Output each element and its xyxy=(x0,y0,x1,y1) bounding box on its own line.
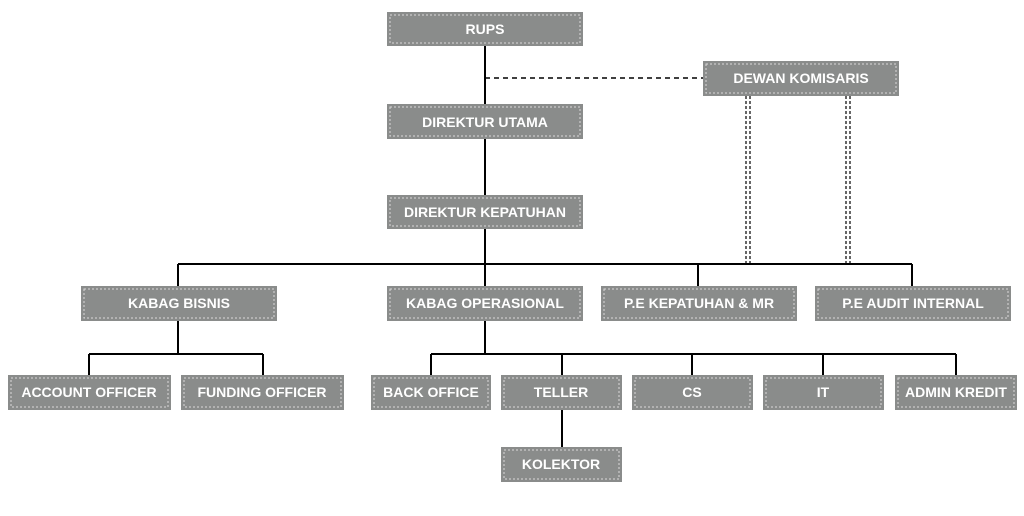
connectors xyxy=(88,46,957,447)
label-teller: TELLER xyxy=(534,384,588,400)
label-cs: CS xyxy=(682,384,701,400)
box-kabag-operasional: KABAG OPERASIONAL xyxy=(387,286,583,321)
label-direktur-utama: DIREKTUR UTAMA xyxy=(422,114,548,130)
box-direktur-utama: DIREKTUR UTAMA xyxy=(387,104,583,139)
box-back-office: BACK OFFICE xyxy=(371,375,491,410)
label-rups: RUPS xyxy=(466,21,505,37)
box-admin-kredit: ADMIN KREDIT xyxy=(895,375,1017,410)
box-rups: RUPS xyxy=(387,12,583,46)
label-it: IT xyxy=(817,384,830,400)
box-pe-audit-internal: P.E AUDIT INTERNAL xyxy=(815,286,1011,321)
label-account-officer: ACCOUNT OFFICER xyxy=(21,384,156,400)
box-teller: TELLER xyxy=(501,375,622,410)
box-cs: CS xyxy=(632,375,753,410)
box-pe-kepatuhan-mr: P.E KEPATUHAN & MR xyxy=(601,286,797,321)
box-it: IT xyxy=(763,375,884,410)
label-admin-kredit: ADMIN KREDIT xyxy=(905,384,1007,400)
label-funding-officer: FUNDING OFFICER xyxy=(197,384,326,400)
box-kabag-bisnis: KABAG BISNIS xyxy=(81,286,277,321)
label-dewan-komisaris: DEWAN KOMISARIS xyxy=(733,70,868,86)
box-account-officer: ACCOUNT OFFICER xyxy=(8,375,171,410)
box-direktur-kepatuhan: DIREKTUR KEPATUHAN xyxy=(387,195,583,229)
box-kolektor: KOLEKTOR xyxy=(501,447,622,482)
label-kolektor: KOLEKTOR xyxy=(522,456,600,472)
label-direktur-kepatuhan: DIREKTUR KEPATUHAN xyxy=(404,204,566,220)
label-pe-audit-internal: P.E AUDIT INTERNAL xyxy=(842,295,984,311)
label-kabag-operasional: KABAG OPERASIONAL xyxy=(406,295,564,311)
label-pe-kepatuhan-mr: P.E KEPATUHAN & MR xyxy=(624,295,774,311)
label-back-office: BACK OFFICE xyxy=(383,384,479,400)
box-funding-officer: FUNDING OFFICER xyxy=(181,375,344,410)
box-dewan-komisaris: DEWAN KOMISARIS xyxy=(703,61,899,96)
label-kabag-bisnis: KABAG BISNIS xyxy=(128,295,230,311)
